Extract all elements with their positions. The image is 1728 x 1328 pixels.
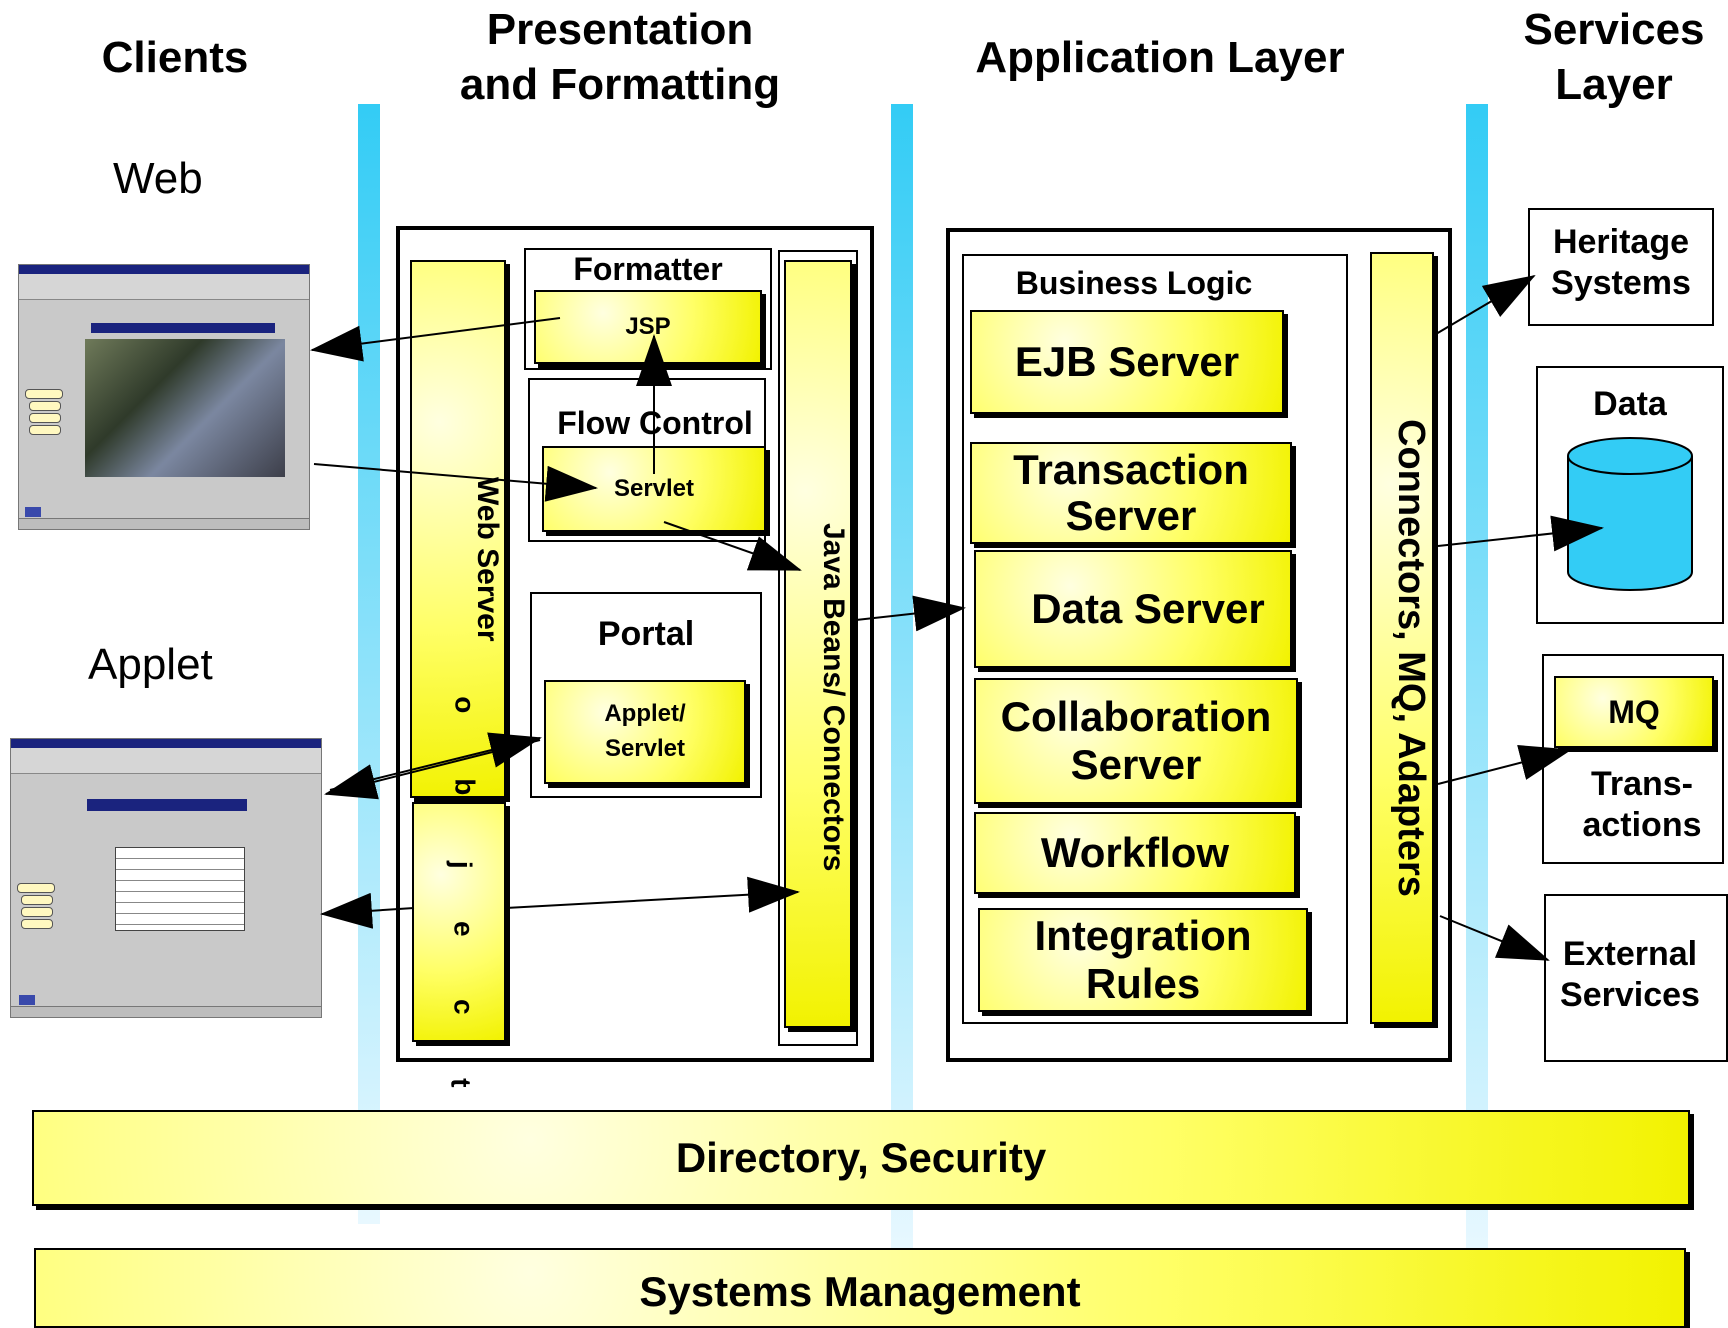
mq-box: MQ <box>1554 676 1714 748</box>
arrow-connectors-to-data <box>1437 515 1604 552</box>
arrow-connectors-to-mq <box>1437 745 1572 785</box>
applet-servlet-box: Applet/ Servlet <box>544 680 746 784</box>
ejb-server-box: EJB Server <box>970 310 1284 414</box>
business-logic-label: Business Logic <box>1015 265 1253 301</box>
database-cylinder-icon <box>1567 437 1693 591</box>
collaboration-server-box: Collaboration Server <box>974 678 1298 804</box>
portal-label: Portal <box>597 615 695 653</box>
applet-browser-thumbnail <box>10 738 322 1018</box>
arrow-jsp-to-web <box>310 317 561 362</box>
transactions-label: Trans- actions <box>1582 765 1702 844</box>
arrow-object-to-applet <box>320 892 415 929</box>
transaction-server-box: Transaction Server <box>970 442 1292 544</box>
header-services: Services Layer <box>1523 5 1705 109</box>
directory-security-bar: Directory, Security <box>32 1110 1690 1206</box>
client-label-applet: Applet <box>88 640 213 689</box>
arrow-portal-to-applet <box>324 739 541 800</box>
workflow-box: Workflow <box>974 812 1296 894</box>
connectors-box: Connectors, MQ, Adapters <box>1370 252 1434 1024</box>
arrow-connectors-to-heritage <box>1435 274 1536 335</box>
header-presentation: Presentation and Formatting <box>459 5 781 109</box>
data-label: Data <box>1593 385 1667 423</box>
arrow-servlet-to-javabeans <box>663 521 802 571</box>
arrow-javabeans-to-dataserver <box>855 595 966 632</box>
web-browser-thumbnail <box>18 264 310 530</box>
data-server-box: Data Server <box>974 550 1292 668</box>
arrow-connectors-to-external <box>1439 915 1550 961</box>
layer-divider-2 <box>891 104 913 1254</box>
header-clients: Clients <box>101 33 249 82</box>
external-services-box <box>1544 894 1728 1062</box>
layer-divider-1 <box>358 104 380 1224</box>
formatter-label: Formatter <box>573 251 723 287</box>
layer-divider-3 <box>1466 104 1488 1254</box>
arrow-object-to-javabeans <box>505 876 800 913</box>
integration-rules-box: Integration Rules <box>978 908 1308 1012</box>
client-label-web: Web <box>113 154 203 203</box>
heritage-systems-box <box>1528 208 1714 326</box>
arrow-web-to-servlet <box>313 463 598 502</box>
web-server-label: Web Server <box>471 476 504 642</box>
external-services-label: External Services <box>1560 935 1700 1014</box>
grapes-image <box>85 339 285 477</box>
arrow-portal-from-applet <box>329 732 542 791</box>
web-server-box: Web Server <box>410 260 506 798</box>
object-box <box>412 802 506 1042</box>
heritage-systems-label: Heritage Systems <box>1551 223 1691 302</box>
order-table <box>115 847 245 931</box>
header-application: Application Layer <box>975 33 1345 82</box>
